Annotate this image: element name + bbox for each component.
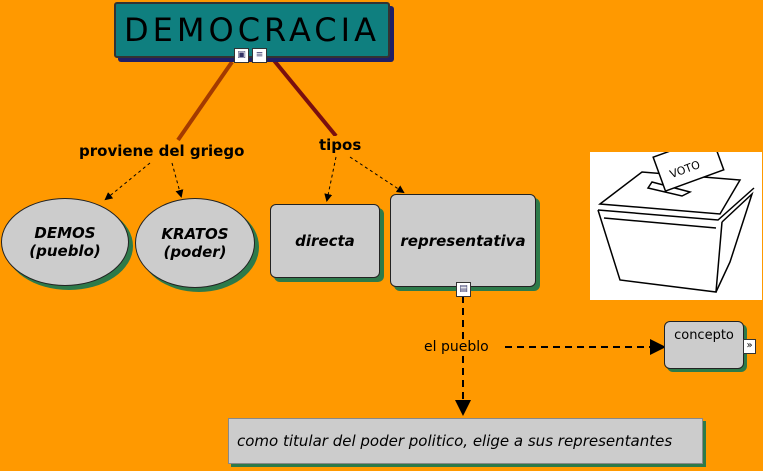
image-icon[interactable]: ▣ [234, 48, 249, 63]
link-label-el-pueblo: el pueblo [420, 339, 493, 355]
node-representativa[interactable]: representativa [390, 194, 536, 287]
node-directa-label: directa [295, 232, 355, 250]
node-demos-line1: DEMOS [34, 224, 96, 242]
ballot-box-drawing: VOTO [597, 135, 755, 293]
link-label-tipos: tipos [316, 136, 365, 154]
phrase-text: como titular del poder politico, elige a… [237, 432, 673, 450]
arrow-to-demos [104, 162, 151, 201]
arrow-to-kratos [171, 162, 184, 198]
node-concepto-label: concepto [674, 328, 734, 343]
node-representativa-label: representativa [400, 231, 526, 250]
node-kratos-line2: (poder) [163, 243, 227, 261]
video-icon[interactable]: ▤ [456, 282, 471, 297]
arrow-to-directa [324, 156, 337, 202]
link-title-tipos [270, 56, 338, 138]
voto-card: VOTO [652, 135, 725, 192]
link-title-proviene [176, 60, 234, 142]
expand-icon[interactable]: » [743, 339, 756, 354]
arrow-to-representativa [349, 156, 405, 194]
title-text: DEMOCRACIA [124, 11, 380, 49]
ballot-box-image: VOTO [590, 135, 762, 300]
document-icon[interactable]: ≡ [252, 48, 267, 63]
link-label-proviene: proviene del griego [76, 142, 248, 160]
phrase-node[interactable]: como titular del poder politico, elige a… [228, 418, 703, 464]
node-kratos[interactable]: KRATOS (poder) [135, 198, 255, 288]
node-concepto[interactable]: concepto [664, 321, 744, 369]
node-demos[interactable]: DEMOS (pueblo) [1, 198, 129, 286]
node-directa[interactable]: directa [270, 204, 380, 278]
title-node[interactable]: DEMOCRACIA [114, 2, 390, 58]
node-demos-line2: (pueblo) [29, 242, 101, 260]
node-kratos-line1: KRATOS [161, 225, 229, 243]
